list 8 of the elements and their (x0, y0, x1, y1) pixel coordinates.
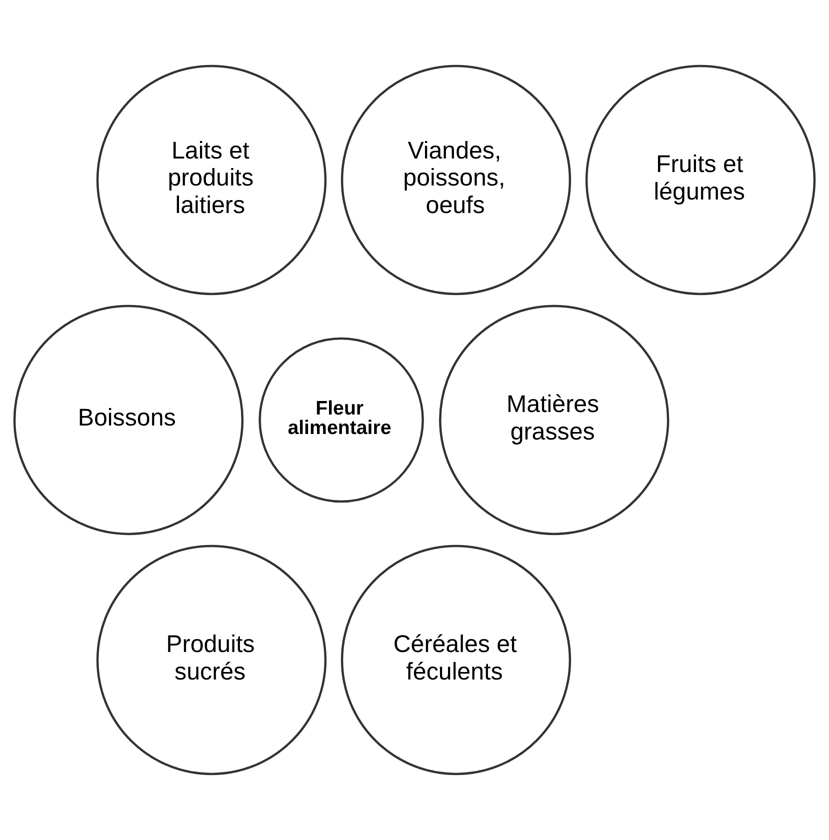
node-circle: Boissons (13, 304, 244, 536)
node-circle: Laits et produits laitiers (96, 64, 327, 296)
node-circle: Céréales et féculents (340, 544, 572, 776)
node-circle: Viandes, poissons, oeufs (340, 64, 572, 296)
node-circle: Fleur alimentaire (258, 337, 424, 503)
node-circle: Matières grasses (439, 304, 670, 536)
node-circle: Produits sucrés (96, 544, 327, 776)
node-circle: Fruits et légumes (585, 64, 816, 296)
